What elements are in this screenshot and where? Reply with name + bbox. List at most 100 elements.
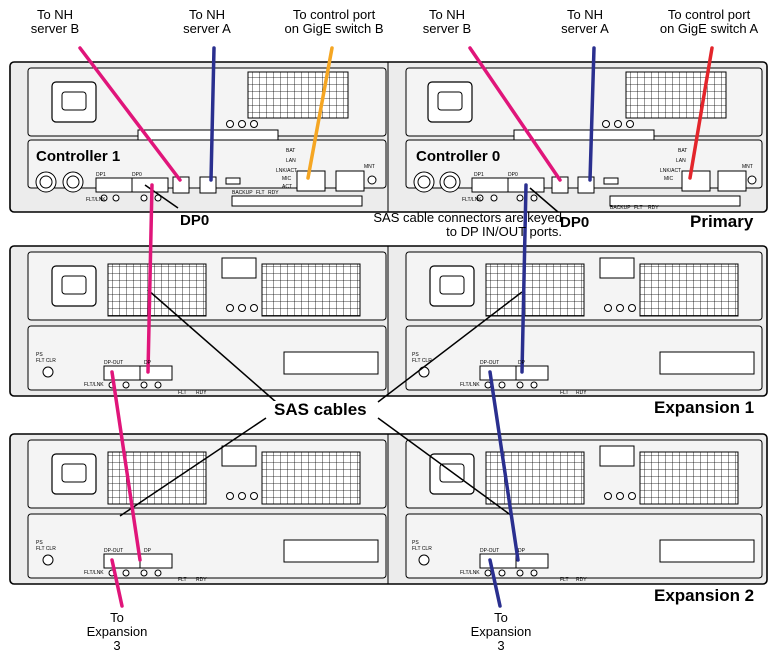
port-label-dpout-e2-right: DP-OUT — [480, 548, 500, 554]
label-line: To control port — [667, 7, 751, 22]
cable-sas-controller1-to-exp1 — [146, 183, 154, 374]
label-line: Expansion — [470, 624, 532, 639]
port-label-fltlnk-right: FLT/LNK — [462, 197, 482, 203]
port-label-lan-right: LAN — [676, 158, 686, 164]
cable-sas-exp1-to-exp2-left — [110, 370, 142, 562]
port-label-rdy-e1-right: RDY — [576, 390, 587, 396]
expansion-2-label: Expansion 2 — [654, 586, 755, 605]
label-line: To NH — [428, 7, 466, 22]
port-label-fltclr-e1-right: FLT CLR — [412, 358, 432, 364]
port-label-flt-e1-left: FLT — [178, 390, 187, 396]
port-label-backup-right: BACKUP — [610, 205, 631, 211]
port-label-flt-left: FLT — [256, 190, 265, 196]
port-label-fltlnk-e2-right: FLT/LNK — [460, 570, 480, 576]
label-line: To control port — [292, 7, 376, 22]
port-label-ps-e2-left: PS — [36, 540, 43, 546]
controller-1-label: Controller 1 — [36, 148, 121, 165]
label-line: server A — [561, 21, 609, 36]
label-line: 3 — [113, 638, 121, 653]
cable-nh-server-a-left — [209, 46, 216, 182]
port-label-dpout-e2-left: DP-OUT — [104, 548, 124, 554]
label-line: Expansion — [86, 624, 148, 639]
label-line: To NH — [188, 7, 226, 22]
port-label-dp0-right: DP0 — [508, 172, 518, 178]
cable-to-expansion3-right — [488, 558, 502, 608]
port-label-ps-e2-right: PS — [412, 540, 419, 546]
dp0-right-label: DP0 — [560, 214, 590, 231]
expansion-1-enclosure — [9, 245, 768, 397]
port-label-mic-left: MIC — [282, 176, 292, 182]
label-to-nh-server-a-left: To NH server A — [172, 8, 242, 36]
port-label-dp0-left: DP0 — [132, 172, 142, 178]
controller-1-module — [27, 67, 387, 207]
port-label-lnkact-right: LNK/ACT — [660, 168, 682, 174]
label-line: on GigE switch A — [659, 21, 759, 36]
note-line: to DP IN/OUT ports. — [446, 224, 562, 239]
port-label-ps-e1-right: PS — [412, 352, 419, 358]
port-label-dpin-e1-left: DP — [144, 360, 151, 366]
label-to-expansion3-right: To Expansion 3 — [466, 611, 536, 653]
port-label-fltlnk-left: FLT/LNK — [86, 197, 106, 203]
port-label-flt-e2-right: FLT — [560, 577, 569, 583]
port-label-flt-right: FLT — [634, 205, 643, 211]
expansion-1-label: Expansion 1 — [654, 398, 755, 417]
port-label-rdy-e2-right: RDY — [576, 577, 587, 583]
port-label-lan-left: LAN — [286, 158, 296, 164]
port-label-ps-e1-left: PS — [36, 352, 43, 358]
cable-sas-controller0-to-exp1 — [520, 183, 528, 374]
port-label-fltlnk-e2-left: FLT/LNK — [84, 570, 104, 576]
port-label-dpin-e1-right: DP — [518, 360, 525, 366]
cable-nh-server-b-left — [78, 46, 182, 182]
cables — [78, 46, 714, 608]
label-to-nh-server-b-right: To NH server B — [412, 8, 482, 36]
port-label-mic-right: MIC — [664, 176, 674, 182]
port-label-backup-left: BACKUP — [232, 190, 253, 196]
port-label-mnt-right: MNT — [742, 164, 753, 170]
sas-keyed-note: SAS cable connectors are keyed to DP IN/… — [266, 211, 562, 239]
port-label-dp1-left: DP1 — [96, 172, 106, 178]
port-label-fltlnk-e1-left: FLT/LNK — [84, 382, 104, 388]
cable-to-expansion3-left — [110, 558, 124, 608]
primary-label: Primary — [690, 212, 754, 231]
port-label-fltclr-e2-right: FLT CLR — [412, 546, 432, 552]
note-line: SAS cable connectors are keyed — [373, 210, 562, 225]
port-label-act-left: ACT — [282, 184, 292, 190]
port-label-rdy-e2-left: RDY — [196, 577, 207, 583]
label-line: To NH — [36, 7, 74, 22]
cable-control-port-b — [306, 46, 334, 180]
cable-nh-server-a-right — [588, 46, 596, 182]
port-label-flt-e2-left: FLT — [178, 577, 187, 583]
port-label-bat-left: BAT — [286, 148, 296, 154]
label-line: To — [494, 610, 508, 625]
sas-cables-label: SAS cables — [270, 401, 371, 419]
label-line: 3 — [497, 638, 505, 653]
port-label-dpin-e2-right: DP — [518, 548, 525, 554]
port-label-rdy-left: RDY — [268, 190, 279, 196]
label-line: server B — [422, 21, 472, 36]
label-to-expansion3-left: To Expansion 3 — [82, 611, 152, 653]
label-line: on GigE switch B — [284, 21, 384, 36]
label-line: To NH — [566, 7, 604, 22]
port-label-bat-right: BAT — [678, 148, 688, 154]
label-to-nh-server-b-left: To NH server B — [20, 8, 90, 36]
port-label-dpout-e1-left: DP-OUT — [104, 360, 124, 366]
label-line: server A — [183, 21, 231, 36]
primary-enclosure — [9, 61, 768, 213]
port-label-fltclr-e2-left: FLT CLR — [36, 546, 56, 552]
port-label-flt-e1-right: FLT — [560, 390, 569, 396]
port-label-mnt-left: MNT — [364, 164, 375, 170]
port-label-rdy-e1-left: RDY — [196, 390, 207, 396]
port-label-dpin-e2-left: DP — [144, 548, 151, 554]
port-label-fltlnk-e1-right: FLT/LNK — [460, 382, 480, 388]
port-label-dp1-right: DP1 — [474, 172, 484, 178]
label-to-control-port-b: To control port on GigE switch B — [264, 8, 404, 36]
cable-nh-server-b-right — [468, 46, 562, 182]
label-line: server B — [30, 21, 80, 36]
expansion-2-enclosure — [9, 433, 768, 585]
label-to-nh-server-a-right: To NH server A — [550, 8, 620, 36]
port-label-lnkact-left: LNK/ACT — [276, 168, 298, 174]
label-line: To — [110, 610, 124, 625]
dp0-left-label: DP0 — [180, 212, 210, 229]
cable-control-port-a — [688, 46, 714, 180]
